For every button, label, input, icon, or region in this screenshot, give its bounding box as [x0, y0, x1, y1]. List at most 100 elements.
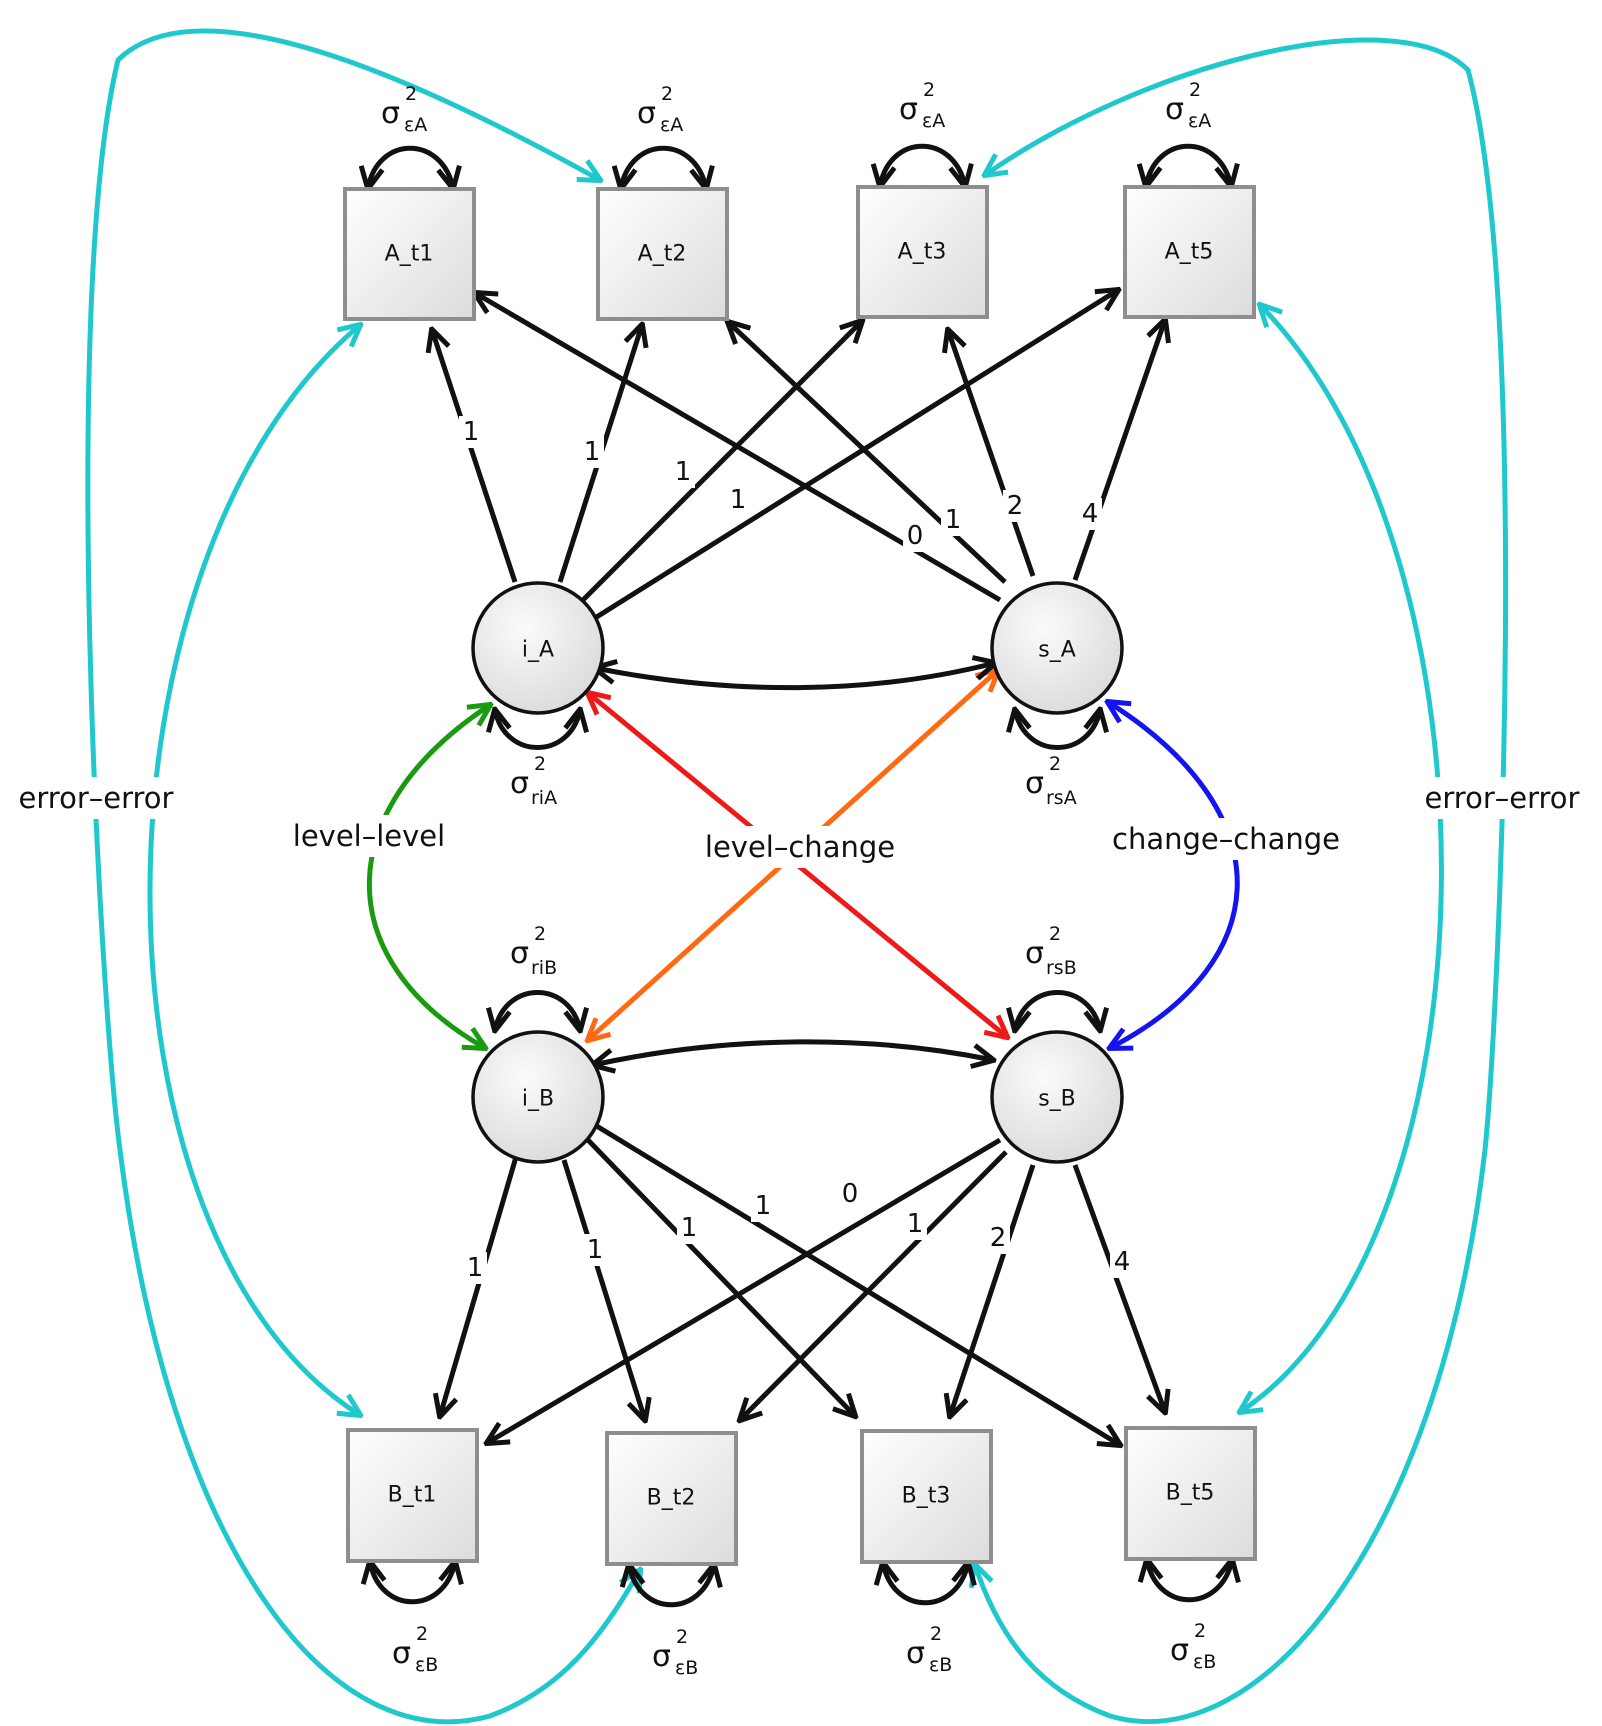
level-level-label: level–level [293, 819, 445, 853]
svg-text:σ: σ [510, 936, 529, 971]
path-sA-At2 [728, 322, 1007, 584]
cov-iA-sA [595, 663, 995, 691]
level-level-path [367, 705, 490, 1048]
loading-label-iA-At5: 1 [730, 485, 747, 515]
error-path-At5-Bt5 [1240, 305, 1444, 1412]
loading-label-iB-Bt3: 1 [681, 1213, 698, 1243]
variance-label-iB: σ 2 riB [510, 923, 557, 979]
box-label: A_t1 [385, 242, 434, 267]
error-error-label-left: error–error [19, 781, 174, 815]
loading-label-iA-At1: 1 [463, 417, 480, 447]
circle-label: s_A [1038, 638, 1076, 663]
svg-text:σ: σ [906, 1636, 925, 1671]
variance-label-Bt5: σ 2 εB [1170, 1620, 1216, 1673]
box-label: A_t3 [898, 240, 947, 265]
box-Bt1[interactable]: B_t1 [346, 1428, 479, 1563]
path-sB-Bt5 [1072, 1164, 1165, 1412]
svg-text:εA: εA [1188, 110, 1211, 132]
self-variance-arcs [368, 143, 1232, 1608]
box-At2[interactable]: A_t2 [596, 187, 729, 321]
path-iB-Bt3 [586, 1138, 855, 1416]
svg-text:εB: εB [1193, 1651, 1216, 1673]
svg-text:2: 2 [534, 923, 546, 945]
path-iB-Bt5 [593, 1122, 1120, 1445]
svg-text:σ: σ [1025, 936, 1044, 971]
box-Bt3[interactable]: B_t3 [860, 1429, 993, 1564]
var-arc-Bt1 [370, 1562, 455, 1605]
svg-text:εB: εB [415, 1654, 438, 1676]
cov-iB-sB [593, 1039, 993, 1065]
svg-text:εB: εB [929, 1654, 952, 1676]
path-sA-At3 [948, 330, 1036, 577]
loading-label-sB-Bt5: 4 [1114, 1247, 1131, 1277]
svg-text:riB: riB [531, 957, 557, 979]
loading-label-sA-At5: 4 [1082, 499, 1099, 529]
var-arc-At1 [368, 145, 453, 188]
circle-label: i_B [522, 1087, 554, 1112]
var-arc-Bt2 [629, 1565, 714, 1608]
var-arc-At2 [621, 145, 706, 188]
svg-text:σ: σ [637, 96, 656, 131]
loading-label-iA-At2: 1 [584, 437, 601, 467]
svg-text:riA: riA [531, 787, 557, 809]
error-path-At1-Bt1 [147, 325, 360, 1415]
path-sB-Bt3 [950, 1164, 1036, 1416]
svg-text:2: 2 [930, 1623, 942, 1645]
box-Bt2[interactable]: B_t2 [605, 1431, 738, 1566]
box-label: B_t2 [647, 1486, 696, 1511]
path-sA-At1 [475, 293, 1002, 603]
var-arc-iA [495, 710, 580, 750]
box-Bt5[interactable]: B_t5 [1124, 1426, 1257, 1561]
loading-paths-B [440, 1122, 1165, 1445]
svg-text:εA: εA [404, 114, 427, 136]
svg-text:2: 2 [1049, 753, 1061, 775]
variance-label-sB: σ 2 rsB [1025, 923, 1077, 979]
var-arc-sA [1015, 710, 1100, 750]
observed-A: A_t1 A_t2 A_t3 A_t5 [343, 185, 1256, 321]
variance-label-At3: σ 2 εA [899, 79, 945, 132]
loading-label-iB-Bt5: 1 [755, 1191, 772, 1221]
svg-text:σ: σ [392, 1636, 411, 1671]
circle-iB[interactable]: i_B [471, 1030, 605, 1164]
svg-text:σ: σ [381, 96, 400, 131]
loading-label-sA-At3: 2 [1007, 491, 1024, 521]
error-path-At2-Bt2 [85, 28, 640, 1725]
svg-text:εA: εA [660, 114, 683, 136]
svg-text:εB: εB [675, 1657, 698, 1679]
circle-sA[interactable]: s_A [990, 581, 1124, 715]
error-labels: error–error error–error [5, 777, 1595, 819]
path-iA-At5 [593, 290, 1118, 621]
svg-text:2: 2 [1189, 79, 1201, 101]
svg-text:2: 2 [1194, 1620, 1206, 1642]
svg-text:σ: σ [1170, 1633, 1189, 1668]
loading-label-sB-Bt3: 2 [990, 1223, 1007, 1253]
error-error-label-right: error–error [1425, 781, 1580, 815]
circle-sB[interactable]: s_B [990, 1030, 1124, 1164]
box-At3[interactable]: A_t3 [856, 185, 989, 319]
variance-label-At2: σ 2 εA [637, 83, 683, 136]
var-arc-iB [495, 990, 580, 1031]
change-change-path [1108, 702, 1240, 1048]
circle-label: i_A [522, 638, 554, 663]
error-covariance-paths [85, 28, 1509, 1725]
box-label: B_t3 [902, 1484, 951, 1509]
variance-label-Bt1: σ 2 εB [392, 1623, 438, 1676]
box-label: A_t2 [638, 242, 687, 267]
latent-factors: i_A s_A i_B s_B [471, 581, 1124, 1164]
level-change-label: level–change [705, 830, 895, 864]
box-At5[interactable]: A_t5 [1123, 185, 1256, 319]
svg-text:εA: εA [922, 110, 945, 132]
variance-label-Bt2: σ 2 εB [652, 1626, 698, 1679]
svg-text:σ: σ [652, 1639, 671, 1674]
svg-text:σ: σ [1025, 766, 1044, 801]
circle-iA[interactable]: i_A [471, 581, 605, 715]
path-iA-At3 [581, 321, 862, 602]
loading-label-iA-At3: 1 [675, 457, 692, 487]
var-arc-Bt5 [1147, 1560, 1232, 1603]
box-At1[interactable]: A_t1 [343, 187, 476, 321]
svg-text:2: 2 [534, 753, 546, 775]
svg-text:2: 2 [416, 1623, 428, 1645]
box-label: B_t1 [388, 1483, 437, 1508]
path-sB-Bt2 [740, 1150, 1008, 1420]
var-arc-At5 [1146, 143, 1231, 186]
